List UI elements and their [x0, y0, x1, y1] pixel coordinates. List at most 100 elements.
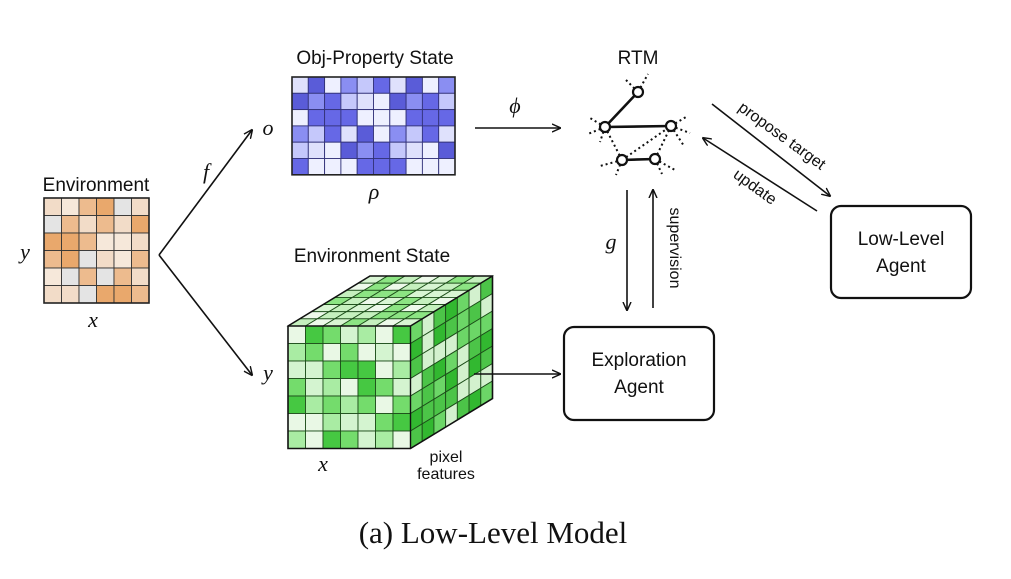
cube-front-cell: [375, 395, 394, 414]
obj-property-cell: [421, 76, 440, 94]
environment-grid-cell: [96, 285, 115, 304]
environment-grid-cell: [96, 215, 115, 234]
obj-property-cell: [373, 158, 391, 176]
cube-front-cell: [287, 395, 306, 414]
environment-grid-cell: [131, 215, 150, 234]
cube-front-cell: [322, 378, 341, 397]
environment-state-label: Environment State: [294, 246, 450, 267]
obj-property-cell: [307, 92, 326, 111]
obj-property-cell: [307, 109, 326, 127]
environment-y-axis-label: y: [18, 239, 30, 264]
environment-grid-cell: [96, 250, 115, 269]
cube-front-cell: [392, 325, 411, 344]
phi-label: ϕ: [509, 93, 520, 118]
obj-property-cell: [421, 109, 440, 127]
o-label: o: [263, 115, 274, 140]
exploration-agent-label-line1: Exploration: [591, 350, 686, 371]
cube-front-cell: [357, 325, 376, 344]
obj-property-state-label: Obj-Property State: [296, 48, 453, 69]
environment-grid-cell: [113, 267, 132, 286]
obj-property-cell: [438, 92, 456, 111]
environment-grid-cell: [43, 197, 62, 216]
cube-x-label: x: [317, 451, 328, 476]
obj-property-cell: [389, 141, 407, 159]
f-arrow-to-env-state: [158, 254, 252, 375]
obj-property-cell: [324, 125, 342, 143]
obj-property-cell: [307, 141, 326, 159]
cube-front-cell: [322, 413, 341, 432]
obj-property-cell: [356, 125, 374, 143]
environment-grid-cell: [113, 197, 132, 216]
cube-front-cell: [322, 325, 341, 344]
cube-front-cell: [340, 413, 359, 432]
obj-property-cell: [405, 158, 423, 176]
cube-front-cell: [375, 378, 394, 397]
low-level-agent-box: [829, 204, 973, 300]
environment-x-axis-label: x: [87, 307, 98, 332]
cube-front-cell: [305, 343, 324, 362]
cube-front-cell: [392, 413, 411, 432]
cube-front-cell: [340, 343, 359, 362]
obj-property-cell: [340, 76, 358, 94]
cube-front-cell: [305, 413, 324, 432]
environment-grid-cell: [61, 215, 80, 234]
environment-grid-cell: [131, 232, 150, 251]
environment-grid-cell: [43, 215, 62, 234]
obj-property-cell: [291, 125, 309, 143]
obj-property-cell: [340, 141, 358, 159]
environment-grid-cell: [131, 267, 150, 286]
environment-grid-cell: [43, 250, 62, 269]
environment-grid-cell: [78, 215, 97, 234]
obj-property-cell: [356, 158, 374, 176]
obj-property-cell: [373, 141, 391, 159]
environment-label: Environment: [43, 175, 150, 196]
environment-grid-cell: [61, 285, 80, 304]
low-level-agent-label-line1: Low-Level: [858, 229, 945, 250]
obj-property-cell: [356, 141, 374, 159]
obj-property-cell: [373, 109, 391, 127]
obj-property-grid: [291, 76, 456, 176]
environment-grid-cell: [113, 250, 132, 269]
obj-property-cell: [421, 141, 440, 159]
obj-property-cell: [291, 92, 309, 111]
environment-grid-cell: [131, 285, 150, 304]
pixel-features-label-line1: pixel: [430, 449, 463, 466]
obj-property-cell: [421, 92, 440, 111]
obj-property-cell: [324, 141, 342, 159]
cube-front-cell: [287, 378, 306, 397]
obj-property-cell: [405, 92, 423, 111]
cube-front-cell: [357, 430, 376, 449]
environment-grid-cell: [113, 285, 132, 304]
environment-grid-cell: [61, 250, 80, 269]
cube-front-cell: [287, 413, 306, 432]
obj-property-cell: [291, 109, 309, 127]
obj-property-cell: [356, 109, 374, 127]
obj-property-cell: [307, 76, 326, 94]
environment-grid-cell: [96, 232, 115, 251]
f-label: f: [203, 159, 212, 184]
cube-front-cell: [340, 360, 359, 379]
obj-property-cell: [389, 125, 407, 143]
cube-front-cell: [287, 325, 306, 344]
cube-front-cell: [357, 395, 376, 414]
environment-grid-cell: [113, 232, 132, 251]
y-state-label: y: [261, 360, 273, 385]
obj-property-cell: [421, 158, 440, 176]
obj-property-cell: [324, 158, 342, 176]
obj-property-cell: [324, 92, 342, 111]
environment-grid-cell: [78, 232, 97, 251]
environment-grid-cell: [61, 232, 80, 251]
obj-property-cell: [389, 76, 407, 94]
environment-grid-cell: [61, 197, 80, 216]
obj-property-cell: [340, 109, 358, 127]
cube-outline: [287, 275, 494, 450]
cube-front-cell: [357, 378, 376, 397]
cube-front-cell: [375, 430, 394, 449]
environment-grid-cell: [78, 250, 97, 269]
cube-front-cell: [375, 413, 394, 432]
environment-grid: [43, 197, 150, 304]
cube-front-cell: [392, 360, 411, 379]
cube-front-cell: [392, 395, 411, 414]
cube-front-cell: [322, 430, 341, 449]
